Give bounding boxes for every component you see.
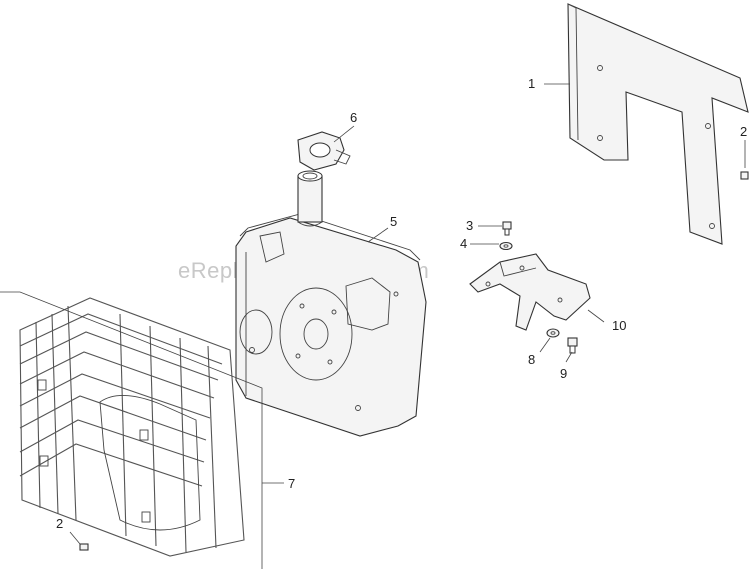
bracket-part — [469, 253, 591, 331]
callout-6: 6 — [350, 110, 357, 125]
callout-4: 4 — [460, 236, 467, 251]
muffler-guard-part — [19, 297, 245, 557]
screw-part-2 — [69, 531, 89, 551]
bolt-part-2 — [567, 337, 578, 354]
callout-8: 8 — [528, 352, 535, 367]
washer-part-2 — [546, 328, 560, 338]
callout-2-bottom: 2 — [56, 516, 63, 531]
callout-5: 5 — [390, 214, 397, 229]
callout-9: 9 — [560, 366, 567, 381]
callout-7: 7 — [288, 476, 295, 491]
callout-3: 3 — [466, 218, 473, 233]
heat-shield-part — [567, 3, 749, 245]
bolt-part — [502, 221, 512, 236]
muffler-part — [235, 170, 427, 437]
callout-2-right: 2 — [740, 124, 747, 139]
callout-1: 1 — [528, 76, 535, 91]
washer-part — [499, 241, 513, 251]
clamp-part — [297, 131, 351, 171]
screw-part — [740, 140, 749, 180]
callout-10: 10 — [612, 318, 626, 333]
